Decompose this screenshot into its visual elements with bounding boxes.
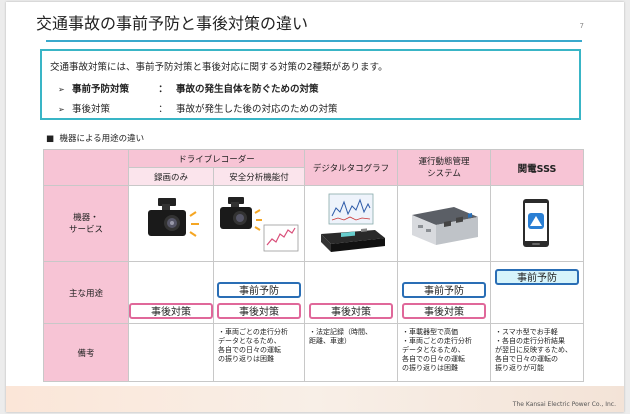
summary-row-pre: ➢ 事前予防対策 ： 事故の発生自体を防ぐための対策 — [58, 81, 319, 95]
digital-tachograph-icon — [305, 192, 397, 256]
smartphone-app-icon — [491, 193, 583, 255]
corner-cell — [43, 149, 129, 186]
cell-device-telematics — [397, 185, 491, 262]
summary-term: 事後対策 — [72, 104, 111, 115]
summary-desc: 事故が発生した後の対応のための対策 — [176, 104, 338, 115]
header-sss: 関電SSS — [490, 149, 584, 186]
device-comparison-table: ドライブレコーダー デジタルタコグラフ 運行動態管理 システム 関電SSS 録画… — [43, 149, 584, 382]
slide: 交通事故の事前予防と事後対策の違い 7 交通事故対策には、事前予防対策と事後対応… — [6, 2, 624, 412]
cell-device-dashcam-analysis — [213, 185, 305, 262]
cell-use-dashcam: 事後対策 — [128, 261, 214, 324]
cell-note-sss: ・スマホ型でお手軽 ・各自の走行分析結果 が翌日に反映するため、 各自で日々の運… — [490, 323, 584, 382]
cell-note-dashcam-analysis: ・車両ごとの走行分析 データとなるため、 各自での日々の運転 の振り返りは困難 — [213, 323, 305, 382]
summary-box: 交通事故対策には、事前予防対策と事後対応に関する対策の2種類があります。 ➢ 事前… — [40, 49, 581, 120]
summary-desc: 事故の発生自体を防ぐための対策 — [176, 84, 319, 95]
cell-use-sss: 事前予防 — [490, 261, 584, 324]
cell-note-dashcam — [128, 323, 214, 382]
preventive-badge: 事前予防 — [495, 268, 579, 285]
arrow-icon: ➢ — [58, 105, 65, 114]
row-label-notes: 備考 — [43, 323, 129, 382]
post-incident-badge: 事後対策 — [129, 302, 213, 319]
preventive-badge: 事前予防 — [402, 281, 486, 298]
section-label: ■ 機器による用途の違い — [46, 132, 144, 144]
cell-note-telematics: ・車載器型で高価 ・車両ごとの走行分析 データとなるため、 各自での日々の運転 … — [397, 323, 491, 382]
cell-use-tachograph: 事後対策 — [304, 261, 398, 324]
summary-colon: ： — [158, 84, 168, 95]
subheader-record-only: 録画のみ — [128, 167, 214, 186]
cell-note-tachograph: ・法定記録（時間、 距離、車速） — [304, 323, 398, 382]
section-label-text: 機器による用途の違い — [59, 134, 145, 144]
telematics-box-icon — [398, 193, 490, 255]
copyright: The Kansai Electric Power Co., Inc. — [512, 401, 616, 408]
cell-device-sss — [490, 185, 584, 262]
square-bullet-icon: ■ — [46, 134, 55, 144]
page-number: 7 — [579, 22, 584, 30]
cell-use-dashcam-analysis: 事前予防 事後対策 — [213, 261, 305, 324]
arrow-icon: ➢ — [58, 85, 65, 94]
dashcam-analysis-icon — [214, 193, 304, 255]
header-tachograph: デジタルタコグラフ — [304, 149, 398, 186]
header-telematics: 運行動態管理 システム — [397, 149, 491, 186]
summary-colon: ： — [158, 104, 168, 115]
row-label-device: 機器・ サービス — [43, 185, 129, 262]
post-incident-badge: 事後対策 — [402, 302, 486, 319]
summary-term: 事前予防対策 — [72, 84, 130, 95]
dashcam-icon — [129, 194, 213, 254]
title-underline — [34, 18, 582, 42]
cell-device-dashcam — [128, 185, 214, 262]
cell-device-tachograph — [304, 185, 398, 262]
header-dashcam: ドライブレコーダー — [128, 149, 305, 168]
footer-band — [6, 386, 624, 412]
preventive-badge: 事前予防 — [217, 281, 301, 298]
summary-intro: 交通事故対策には、事前予防対策と事後対応に関する対策の2種類があります。 — [50, 62, 388, 73]
summary-row-post: ➢ 事後対策 ： 事故が発生した後の対応のための対策 — [58, 101, 338, 115]
post-incident-badge: 事後対策 — [309, 302, 393, 319]
subheader-safety-analysis: 安全分析機能付 — [213, 167, 305, 186]
slide-title: 交通事故の事前予防と事後対策の違い — [36, 14, 309, 33]
post-incident-badge: 事後対策 — [217, 302, 301, 319]
cell-use-telematics: 事前予防 事後対策 — [397, 261, 491, 324]
row-label-use: 主な用途 — [43, 261, 129, 324]
